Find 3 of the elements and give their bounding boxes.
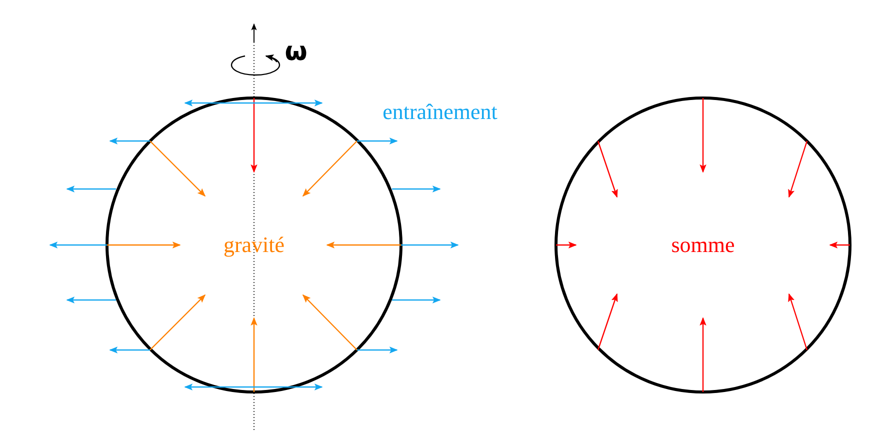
force-label: gravité [223, 234, 285, 256]
force-label: somme [671, 234, 735, 256]
force-circle [554, 96, 852, 394]
